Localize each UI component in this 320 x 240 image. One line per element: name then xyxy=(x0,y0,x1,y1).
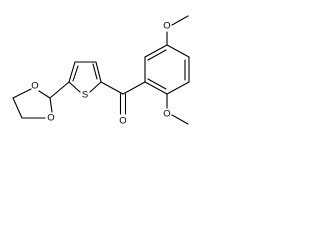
bond xyxy=(92,63,98,80)
oxygen-label-dioxolane-lower: O xyxy=(47,113,54,124)
bond xyxy=(144,44,168,58)
bond xyxy=(144,81,168,95)
bond xyxy=(38,90,51,99)
oxygen-label-carbonyl: O xyxy=(119,116,126,127)
bond xyxy=(89,81,102,93)
bond xyxy=(171,15,189,26)
bond xyxy=(49,97,53,113)
bond xyxy=(12,97,23,119)
dimethoxyphenyl-ring xyxy=(144,44,190,95)
bond xyxy=(171,114,189,125)
bond xyxy=(95,61,102,83)
oxygen-label-dioxolane-upper: O xyxy=(31,81,38,92)
bond xyxy=(122,81,146,95)
bond xyxy=(68,81,81,93)
oxygen-label-methoxy-top: O xyxy=(163,21,170,32)
oxygen-label-methoxy-bottom: O xyxy=(163,109,170,120)
bond xyxy=(100,81,124,95)
thiophene-ring xyxy=(68,61,102,93)
bond xyxy=(147,49,167,61)
bond xyxy=(166,44,190,58)
carbonyl-group xyxy=(100,81,146,115)
bond xyxy=(147,78,167,90)
chemical-structure-diagram: O O O S O O xyxy=(12,15,190,127)
bond xyxy=(68,61,76,83)
bond xyxy=(12,88,32,99)
bond xyxy=(72,65,79,82)
bond xyxy=(166,81,190,95)
bond xyxy=(49,81,70,99)
methoxy-group-bottom xyxy=(166,93,189,125)
methoxy-group-top xyxy=(166,15,189,46)
sulfur-label-thiophene: S xyxy=(82,90,88,101)
dioxolane-ring xyxy=(12,81,70,119)
